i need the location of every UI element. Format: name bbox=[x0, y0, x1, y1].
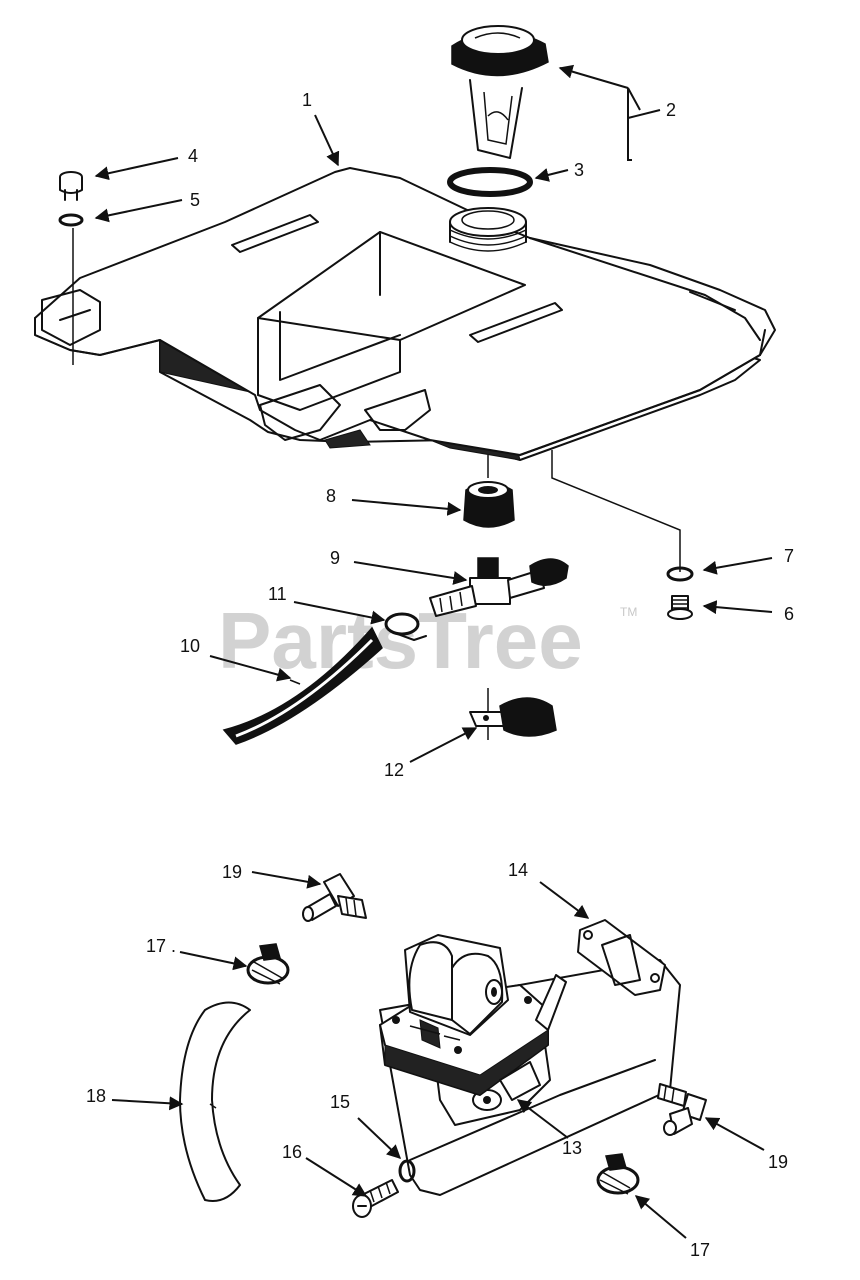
callout-4: 4 bbox=[188, 146, 198, 166]
washer-7 bbox=[666, 566, 694, 582]
callout-1: 1 bbox=[302, 90, 312, 110]
callout-5: 5 bbox=[190, 190, 200, 210]
callout-18: 18 bbox=[86, 1086, 106, 1106]
callout-2: 2 bbox=[666, 100, 676, 120]
clip-12 bbox=[469, 688, 557, 740]
fuel-line-10 bbox=[222, 626, 383, 745]
screw-16 bbox=[352, 1179, 399, 1218]
clamp-17-lower bbox=[596, 1153, 640, 1195]
shutoff-valve-9 bbox=[429, 557, 569, 617]
bushing-8 bbox=[463, 481, 515, 528]
washer-5 bbox=[58, 213, 84, 227]
hose-18 bbox=[179, 1001, 251, 1202]
fuel-cap bbox=[451, 25, 549, 159]
screw-6 bbox=[667, 595, 693, 620]
callout-17-upper: 17 . bbox=[146, 936, 176, 956]
callout-3: 3 bbox=[574, 160, 584, 180]
callout-19-upper: 19 bbox=[222, 862, 242, 882]
callout-7: 7 bbox=[784, 546, 794, 566]
watermark-trademark: TM bbox=[620, 605, 637, 619]
clamp-17-upper bbox=[246, 943, 290, 985]
washer-15 bbox=[398, 1159, 416, 1183]
callout-13: 13 bbox=[562, 1138, 582, 1158]
fuel-pump-13 bbox=[379, 934, 681, 1196]
clamp-11 bbox=[384, 612, 427, 641]
callout-9: 9 bbox=[330, 548, 340, 568]
pump-gasket-14 bbox=[577, 919, 666, 996]
callout-17-lower: 17 bbox=[690, 1240, 710, 1260]
fuel-tank bbox=[34, 167, 776, 461]
callout-10: 10 bbox=[180, 636, 200, 656]
watermark: PartsTree bbox=[218, 596, 583, 685]
elbow-19-lower bbox=[657, 1083, 707, 1136]
callout-8: 8 bbox=[326, 486, 336, 506]
callout-15: 15 bbox=[330, 1092, 350, 1112]
elbow-19-upper bbox=[302, 873, 367, 922]
callout-19-lower: 19 bbox=[768, 1152, 788, 1172]
callout-6: 6 bbox=[784, 604, 794, 624]
leader-tank-to-7 bbox=[551, 450, 681, 572]
cap-gasket bbox=[447, 167, 533, 197]
callout-12: 12 bbox=[384, 760, 404, 780]
leader-arrows bbox=[94, 64, 773, 1239]
callout-14: 14 bbox=[508, 860, 528, 880]
callout-16: 16 bbox=[282, 1142, 302, 1162]
screw-4 bbox=[59, 171, 83, 201]
callout-11: 11 bbox=[268, 584, 287, 604]
